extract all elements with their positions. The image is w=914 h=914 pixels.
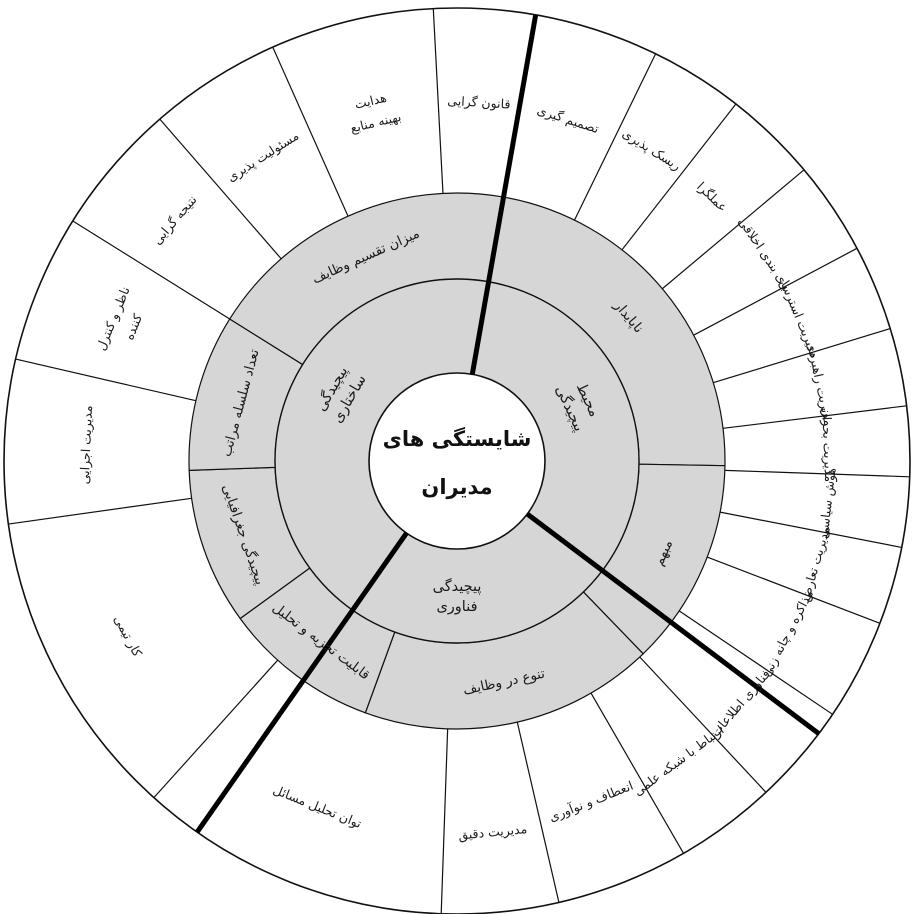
outer-label-crisis: مدیریت بحران [818, 407, 837, 482]
outer-divider [661, 169, 805, 290]
outer-divider [573, 53, 657, 221]
inner-label-tech-text: فناوری [436, 599, 477, 615]
center-title-line1: شایستگی های [383, 426, 532, 451]
center-title: شایستگی های مدیران [383, 426, 532, 499]
outer-divider [706, 556, 881, 624]
outer-divider [72, 220, 231, 320]
primary-divider [195, 531, 409, 834]
outer-divider [153, 659, 279, 799]
outer-divider [159, 118, 282, 260]
outer-divider [440, 728, 449, 914]
outer-divider [693, 247, 858, 336]
outer-divider [432, 8, 444, 194]
center-title-line2: مدیران [421, 475, 492, 499]
outer-divider [590, 692, 685, 854]
outer-label-law-text: قانون گرایی [447, 93, 511, 113]
center-circle [368, 372, 546, 550]
outer-divider [678, 610, 833, 715]
rings-layer [3, 7, 911, 914]
outer-divider [722, 405, 907, 429]
outer-divider [272, 46, 349, 217]
outer-label-executive: مدیریت اجرایی [77, 405, 96, 484]
primary-divider [469, 14, 539, 375]
outer-label-law: قانون گرایی [447, 93, 511, 113]
outer-label-guidance-text: هدایت [353, 90, 388, 112]
outer-divider [516, 721, 560, 903]
outer-divider [719, 511, 902, 549]
outer-divider [621, 103, 737, 251]
divider-lines [8, 8, 910, 914]
outer-divider [639, 656, 767, 793]
outer-divider [713, 327, 891, 384]
inner-label-tech: پیچیدگی فناوری [433, 578, 482, 615]
inner-label-tech-text: پیچیدگی [433, 578, 482, 595]
outer-divider [8, 497, 192, 525]
primary-divider [525, 511, 821, 736]
outer-label-crisis-text: مدیریت بحران [818, 407, 837, 482]
outer-label-executive-text: مدیریت اجرایی [77, 405, 96, 484]
outer-divider [15, 358, 197, 402]
outer-divider [724, 469, 910, 478]
